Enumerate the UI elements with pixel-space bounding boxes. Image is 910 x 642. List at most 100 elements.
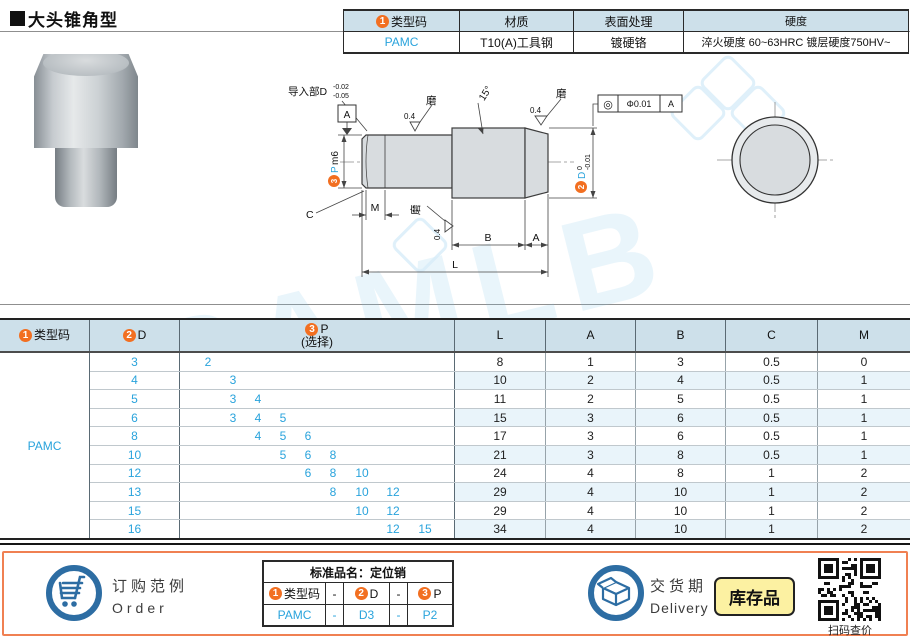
p-option-value: 5 — [279, 429, 287, 444]
p-option-value: 5 — [279, 447, 287, 462]
p-options-cell: 2 — [180, 353, 455, 371]
surface-mark-2-icon — [534, 115, 548, 126]
p-option-value: 6 — [304, 466, 312, 481]
l-value-cell: 24 — [455, 464, 546, 483]
pin-shaft-sideview — [361, 134, 453, 189]
l-value-cell: 11 — [455, 390, 546, 408]
m-value-cell: 2 — [818, 501, 910, 520]
m-value-cell: 0 — [818, 353, 910, 371]
datum-a-box — [337, 104, 357, 123]
p-option-value: 15 — [418, 522, 432, 537]
a-value-cell: 2 — [546, 371, 636, 390]
svg-text:0: 0 — [577, 166, 584, 170]
d-value-cell: 3 — [90, 353, 180, 371]
b-value-cell: 5 — [636, 390, 726, 408]
drawing-divider — [0, 304, 910, 305]
order-label: 订购范例 Order — [112, 578, 189, 616]
lead-in-label: 导入部D — [288, 85, 327, 98]
p-options-cell: 8 10 12 — [180, 483, 455, 501]
p-option-value: 12 — [386, 522, 400, 537]
p-option-value: 10 — [355, 484, 369, 499]
a-value-cell: 3 — [546, 408, 636, 427]
d-value-cell: 12 — [90, 464, 180, 483]
circle-2-icon: 2 — [354, 587, 368, 600]
b-value-cell: 10 — [636, 520, 726, 538]
spec-hardness-value: 淬火硬度 60~63HRC 镀层硬度750HV~ — [684, 32, 909, 52]
surface-mark-3-icon — [444, 219, 454, 233]
l-value-cell: 15 — [455, 408, 546, 427]
roughness-1: 0.4 — [404, 112, 416, 121]
a-value-cell: 4 — [546, 464, 636, 483]
m-value-cell: 1 — [818, 390, 910, 408]
type-code-cell[interactable]: PAMC — [0, 353, 90, 538]
p-option-value: 3 — [229, 373, 237, 388]
d-value-cell: 4 — [90, 371, 180, 390]
b-value-cell: 10 — [636, 483, 726, 501]
spec-header-type: 1 类型码 — [343, 11, 460, 31]
grind-3: 磨 — [410, 204, 422, 215]
p-option-value: 3 — [229, 410, 237, 425]
pin-shaft-image — [55, 147, 117, 207]
d-value-cell: 13 — [90, 483, 180, 501]
spec-value-row: PAMC T10(A)工具钢 镀硬铬 淬火硬度 60~63HRC 镀层硬度750… — [343, 32, 909, 52]
circle-3-icon: 3 — [305, 322, 319, 336]
p-option-value: 8 — [329, 484, 337, 499]
p-option-value: 6 — [304, 429, 312, 444]
m-value-cell: 1 — [818, 427, 910, 445]
concentricity-callout: ◎ Φ0.01 A — [597, 94, 683, 113]
svg-text:-0.02: -0.02 — [333, 84, 349, 91]
d-value-cell: 10 — [90, 445, 180, 464]
b-value-cell: 4 — [636, 371, 726, 390]
surface-mark-1-icon — [409, 121, 421, 132]
spec-header-surface: 表面处理 — [574, 11, 684, 31]
p-option-value: 4 — [254, 391, 262, 406]
b-value-cell: 6 — [636, 408, 726, 427]
l-value-cell: 17 — [455, 427, 546, 445]
dim-b-label: B — [484, 232, 491, 244]
circle-2-icon: 2 — [122, 329, 136, 342]
cart-icon — [46, 565, 102, 621]
circle-3-icon: 3 — [330, 178, 339, 183]
p-option-value: 12 — [386, 484, 400, 499]
b-value-cell: 8 — [636, 445, 726, 464]
p-option-value: 4 — [254, 429, 262, 444]
p-options-cell: 4 5 6 — [180, 427, 455, 445]
p-option-value: 6 — [304, 447, 312, 462]
p-option-value: 10 — [355, 503, 369, 518]
dim-c-label: C — [306, 209, 314, 221]
spec-type-code-link[interactable]: PAMC — [343, 32, 460, 52]
b-value-cell: 10 — [636, 501, 726, 520]
p-option-value: 2 — [204, 354, 212, 369]
d-dim-label: D — [577, 172, 588, 179]
b-value-cell: 8 — [636, 464, 726, 483]
grind-2: 磨 — [556, 88, 567, 100]
stock-badge: 库存品 — [714, 577, 795, 616]
datum-a-label: A — [344, 110, 351, 121]
dim-a-label: A — [532, 232, 539, 244]
m-value-cell: 2 — [818, 483, 910, 501]
spec-surface-value: 镀硬铬 — [574, 32, 684, 52]
pin-head-sideview — [451, 127, 526, 199]
c-value-cell: 0.5 — [726, 390, 818, 408]
circle-1-icon: 1 — [375, 14, 389, 28]
m-value-cell: 1 — [818, 445, 910, 464]
l-value-cell: 8 — [455, 353, 546, 371]
a-value-cell: 4 — [546, 483, 636, 501]
technical-drawing: A 导入部D -0.02 -0.05 0.4 磨 0.4 磨 15° 3 P m… — [288, 55, 833, 277]
p-options-cell: 12 15 — [180, 520, 455, 538]
a-value-cell: 1 — [546, 353, 636, 371]
